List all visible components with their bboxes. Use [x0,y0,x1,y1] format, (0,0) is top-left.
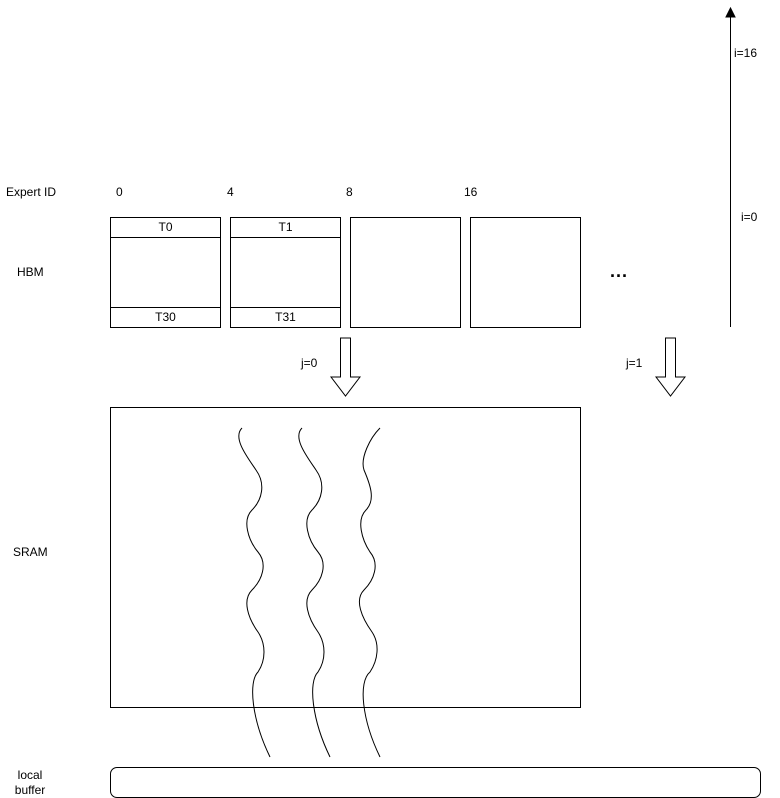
sram-block [110,407,581,708]
hbm-block-divider [111,237,220,238]
wavy-line [298,427,331,758]
hbm-block-bottom-label: T31 [275,310,296,324]
hbm-block: T0 T30 [110,217,221,328]
hbm-block-divider [231,237,340,238]
hbm-block-top-label: T1 [278,220,293,234]
wavy-line [359,427,381,758]
arrow-down-j1 [654,337,687,397]
hbm-block [470,217,581,328]
hbm-block-divider [111,307,220,308]
hbm-block-top-label: T0 [158,220,173,234]
ellipsis-label: ... [610,261,629,281]
hbm-block: T1 T31 [230,217,341,328]
expert-id-label: Expert ID [6,185,57,199]
wavy-line [238,427,271,758]
sram-label: SRAM [13,545,48,559]
arrow-up-i-head [725,6,736,18]
arrow-label-j1: j=1 [626,356,643,370]
expert-id-value: 8 [346,185,353,199]
hbm-block-bottom-label: T30 [155,310,176,324]
arrow-label-i-top: i=16 [734,46,758,60]
arrow-down-j0 [329,337,362,397]
local-buffer-label: local buffer [14,768,46,797]
hbm-block [350,217,461,328]
hbm-block-divider [231,307,340,308]
expert-id-value: 0 [116,185,123,199]
hbm-label: HBM [17,265,44,279]
expert-id-value: 16 [464,185,478,199]
local-buffer-block [110,767,761,798]
expert-id-value: 4 [227,185,234,199]
arrow-label-i-bottom: i=0 [741,210,758,224]
arrow-label-j0: j=0 [301,356,318,370]
